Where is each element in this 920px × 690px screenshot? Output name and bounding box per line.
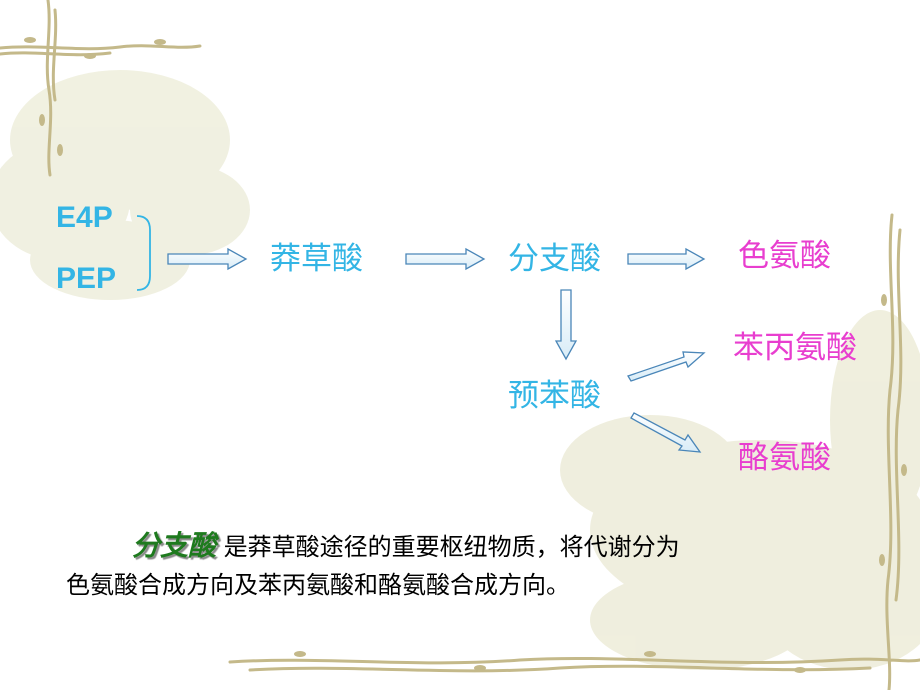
arrow-prephenic-to-phenylalanine xyxy=(627,351,706,382)
node-chorismic-acid: 分支酸 xyxy=(508,241,601,277)
arrow-chorismic-to-tryptophan xyxy=(627,247,706,271)
arrow-chorismic-to-prephenic xyxy=(554,289,578,361)
caption-paragraph: 分支酸 是莽草酸途径的重要枢纽物质，将代谢分为 色氨酸合成方向及苯丙氨酸和酪氨酸… xyxy=(66,527,846,604)
node-phenylalanine: 苯丙氨酸 xyxy=(733,330,857,366)
faint-flower-bottom-right xyxy=(560,310,920,670)
node-pep: PEP xyxy=(56,262,117,295)
arrow-shikimic-to-chorismic xyxy=(405,247,486,271)
node-tyrosine: 酪氨酸 xyxy=(738,440,831,476)
faint-flower-top-left xyxy=(0,70,250,300)
node-prephenic-acid: 预苯酸 xyxy=(508,378,601,414)
arrow-prephenic-to-tyrosine xyxy=(630,412,702,453)
caption-emphasis: 分支酸 xyxy=(132,529,217,562)
caption-line-2: 色氨酸合成方向及苯丙氨酸和酪氨酸合成方向。 xyxy=(66,571,570,599)
vine-leaves xyxy=(24,37,907,673)
caption-line-1: 是莽草酸途径的重要枢纽物质，将代谢分为 xyxy=(223,533,680,561)
source-bracket xyxy=(136,215,151,291)
node-e4p: E4P xyxy=(56,201,113,234)
arrow-sources-to-shikimic xyxy=(167,247,248,271)
node-tryptophan: 色氨酸 xyxy=(738,238,831,274)
node-shikimic-acid: 莽草酸 xyxy=(270,241,363,277)
